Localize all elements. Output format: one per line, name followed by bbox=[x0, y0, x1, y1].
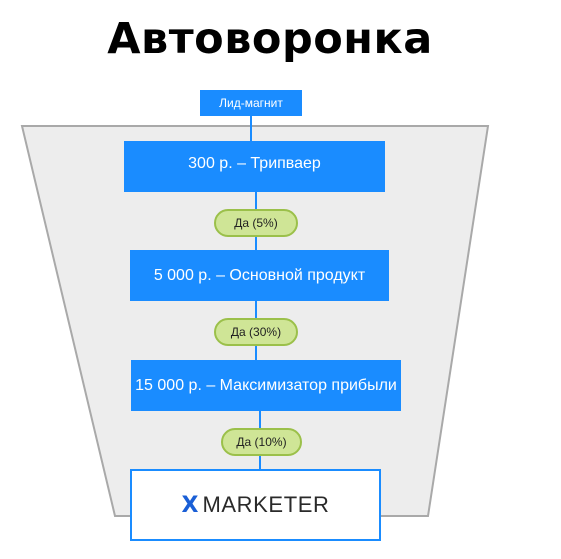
logo-wordmark: MARKETER bbox=[202, 492, 330, 517]
step-profit-maximizer-node: 15 000 р. – Максимизатор прибыли bbox=[131, 360, 401, 411]
conversion-badge-step3: Да (10%) bbox=[221, 428, 302, 456]
lead-magnet-node: Лид-магнит bbox=[200, 90, 302, 116]
xmarketer-logo: X MARKETER bbox=[130, 469, 381, 541]
logo-x-icon: X bbox=[181, 493, 199, 518]
diagram-title: Автоворонка bbox=[107, 14, 433, 64]
conversion-badge-step1: Да (5%) bbox=[214, 209, 298, 237]
step-main-product-node: 5 000 р. – Основной продукт bbox=[130, 250, 389, 301]
conversion-badge-step2: Да (30%) bbox=[214, 318, 298, 346]
step-tripwire-node: 300 р. – Трипваер bbox=[124, 141, 385, 192]
